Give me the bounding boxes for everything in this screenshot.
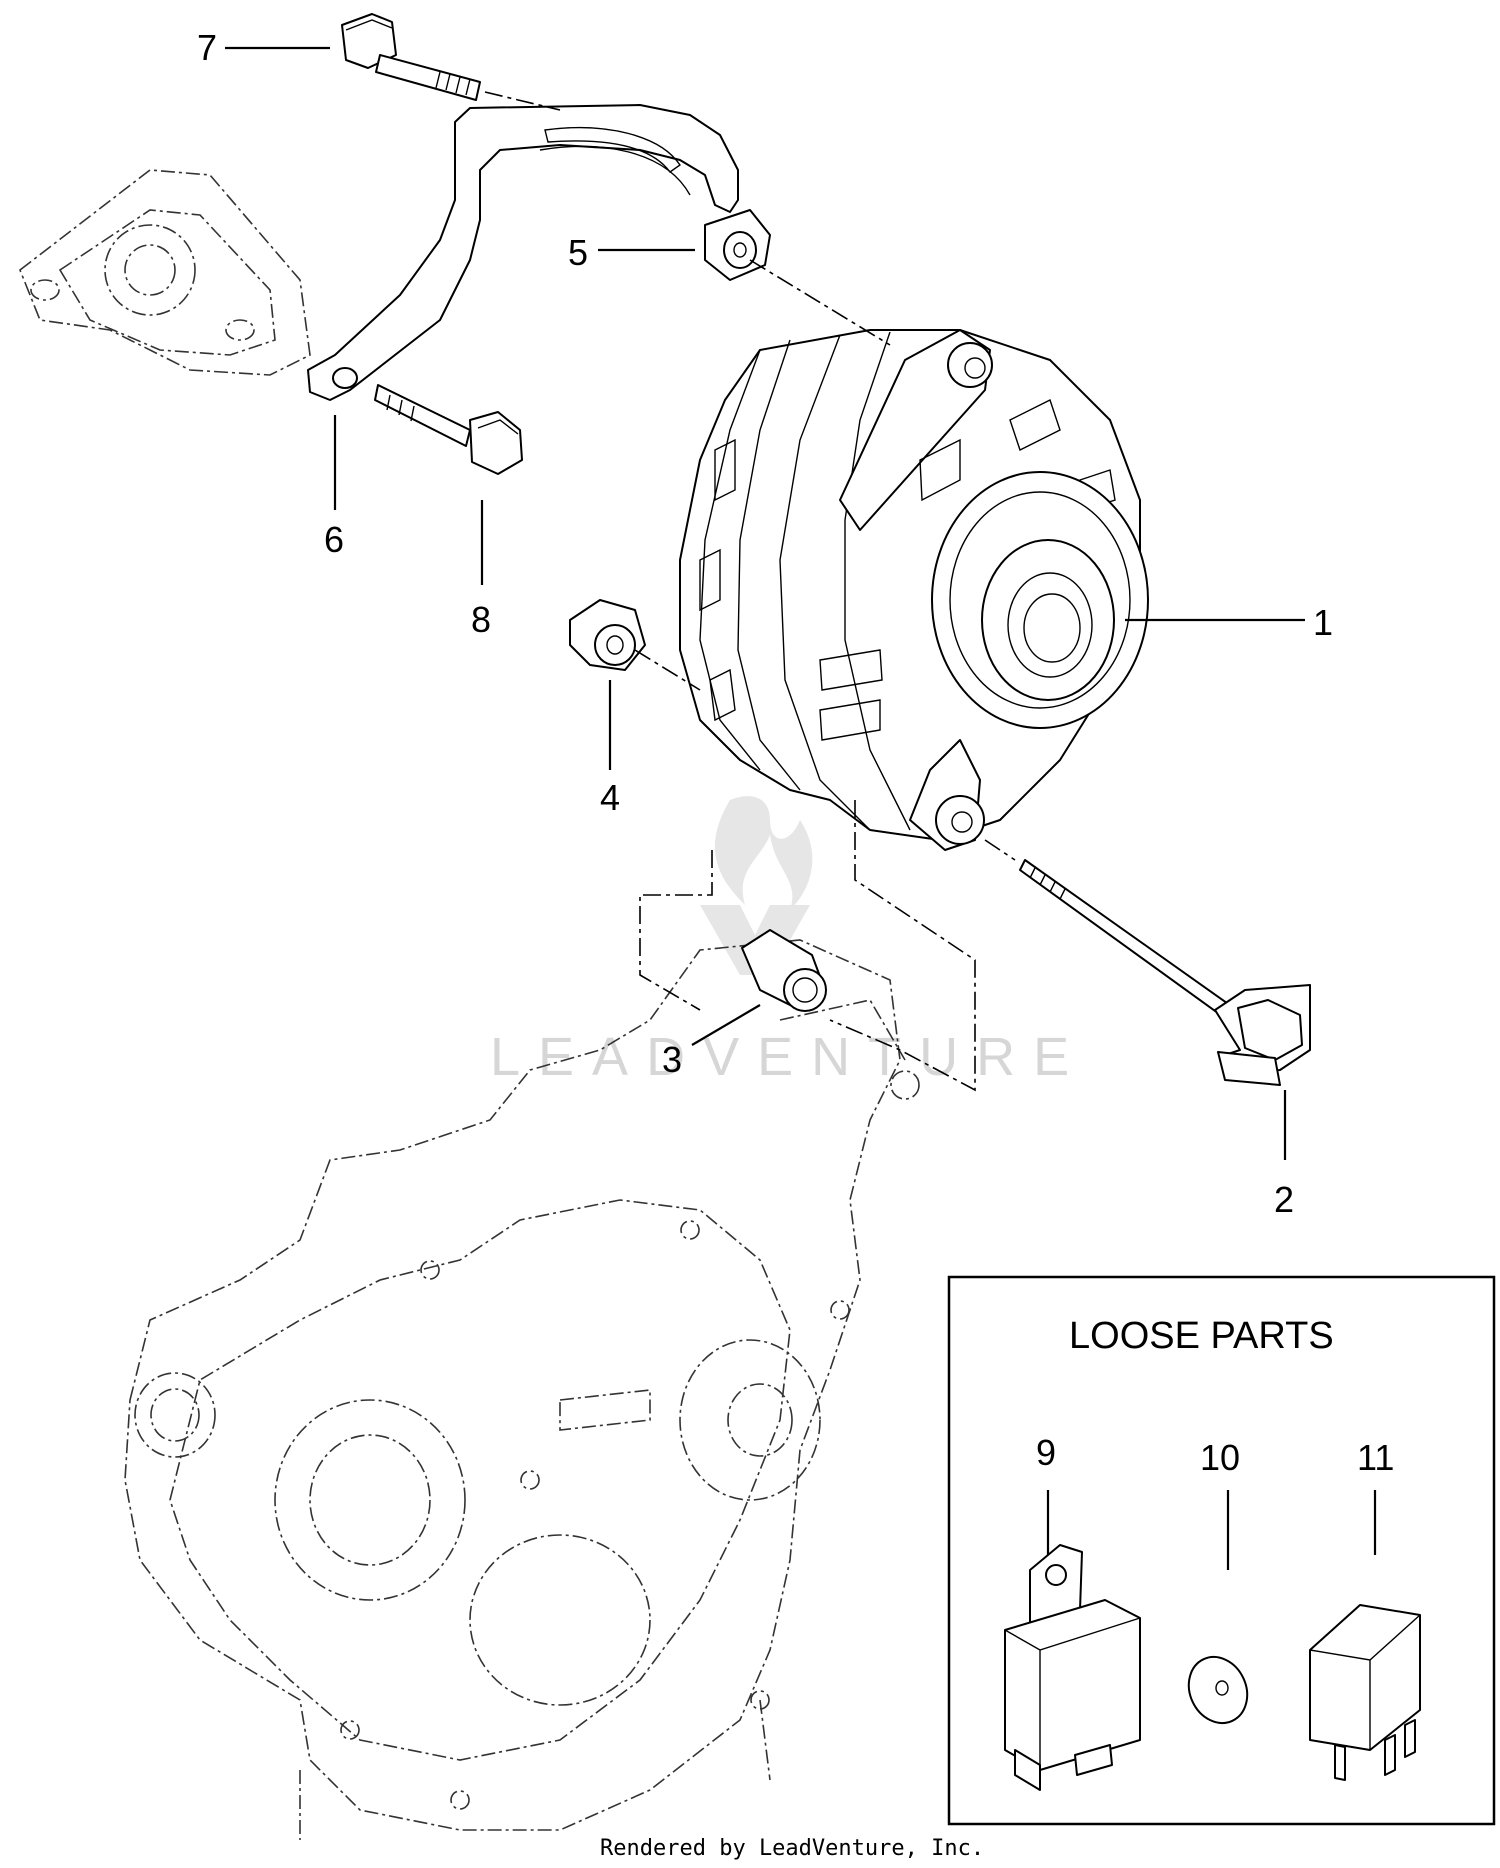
callout-5: 5 bbox=[568, 232, 588, 273]
callout-1: 1 bbox=[1313, 602, 1333, 643]
loose-parts-box: LOOSE PARTS 9 10 11 bbox=[947, 1275, 1496, 1826]
part-6-bracket bbox=[307, 104, 739, 401]
callout-6: 6 bbox=[324, 519, 344, 560]
part-2-bolt bbox=[1019, 859, 1311, 1086]
ghost-water-pump bbox=[19, 169, 311, 376]
part-1-alternator bbox=[679, 329, 1149, 851]
callout-10: 10 bbox=[1200, 1437, 1240, 1478]
part-4-nut bbox=[569, 599, 646, 671]
centerlines bbox=[484, 91, 1016, 1092]
watermark: LEADVENTURE bbox=[490, 796, 1087, 1087]
part-7-bolt bbox=[341, 13, 481, 101]
ghost-gear-case bbox=[124, 939, 920, 1840]
callout-3: 3 bbox=[662, 1039, 682, 1080]
callout-labels: 7 5 6 8 1 4 3 2 bbox=[197, 27, 1333, 1220]
callout-11: 11 bbox=[1357, 1437, 1394, 1478]
part-11-relay bbox=[1309, 1604, 1421, 1781]
part-9-relay bbox=[1004, 1544, 1141, 1791]
watermark-text: LEADVENTURE bbox=[490, 1027, 1087, 1087]
leader-lines bbox=[225, 46, 1377, 1570]
callout-9: 9 bbox=[1036, 1432, 1056, 1473]
callout-7: 7 bbox=[197, 27, 217, 68]
part-3-bushing bbox=[741, 929, 827, 1012]
callout-4: 4 bbox=[600, 777, 620, 818]
part-10-washer bbox=[1187, 1655, 1249, 1725]
callout-2: 2 bbox=[1274, 1179, 1294, 1220]
callout-8: 8 bbox=[471, 599, 491, 640]
loose-parts-title: LOOSE PARTS bbox=[1069, 1315, 1334, 1357]
part-8-bolt bbox=[374, 384, 523, 475]
footer-credit: Rendered by LeadVenture, Inc. bbox=[600, 1836, 984, 1861]
part-5-spacer bbox=[704, 209, 771, 281]
